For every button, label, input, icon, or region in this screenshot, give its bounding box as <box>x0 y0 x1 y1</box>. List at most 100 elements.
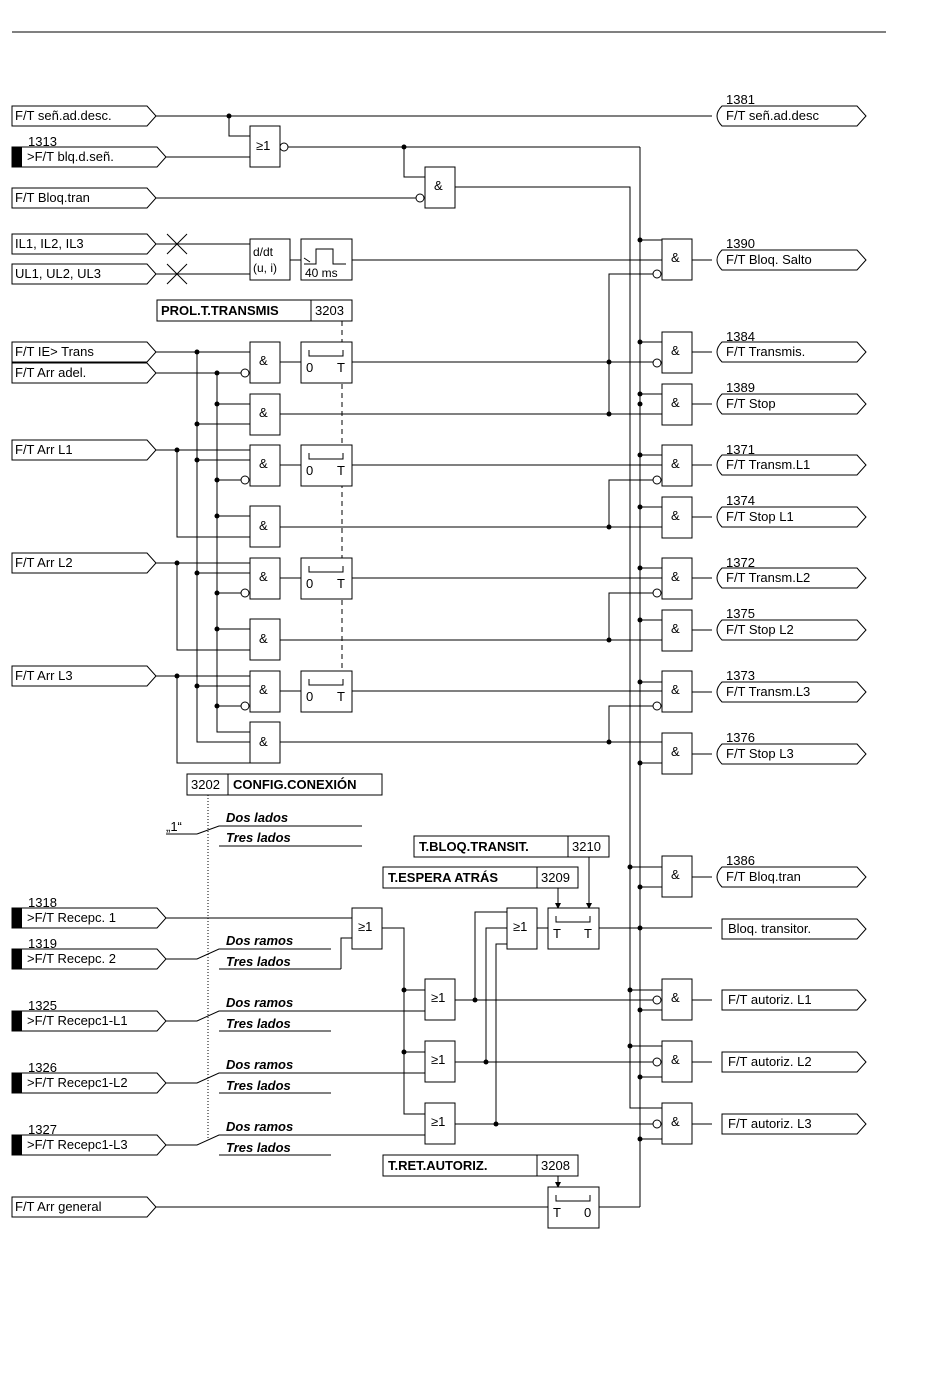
svg-text:Tres lados: Tres lados <box>226 830 291 845</box>
svg-text:IL1, IL2, IL3: IL1, IL2, IL3 <box>15 236 84 251</box>
svg-text:0: 0 <box>306 463 313 478</box>
svg-text:≥1: ≥1 <box>513 919 527 934</box>
output-1390: 1390 F/T Bloq. Salto <box>716 236 867 271</box>
output-1384: 1384 F/T Transmis. <box>716 329 867 363</box>
svg-text:Tres lados: Tres lados <box>226 1078 291 1093</box>
svg-text:&: & <box>259 682 268 697</box>
svg-text:T.RET.AUTORIZ.: T.RET.AUTORIZ. <box>388 1158 487 1173</box>
svg-text:≥1: ≥1 <box>431 990 445 1005</box>
svg-text:>F/T blq.d.señ.: >F/T blq.d.señ. <box>27 149 114 164</box>
svg-text:1327: 1327 <box>28 1122 57 1137</box>
svg-text:F/T autoriz. L2: F/T autoriz. L2 <box>728 1054 812 1069</box>
svg-text:1375: 1375 <box>726 606 755 621</box>
svg-text:1376: 1376 <box>726 730 755 745</box>
svg-text:T: T <box>337 689 345 704</box>
svg-text:PROL.T.TRANSMIS: PROL.T.TRANSMIS <box>161 303 279 318</box>
svg-text:1319: 1319 <box>28 936 57 951</box>
svg-text:T: T <box>584 926 592 941</box>
svg-text:&: & <box>671 621 680 636</box>
output-autoriz-l2: F/T autoriz. L2 <box>721 1051 867 1073</box>
svg-text:&: & <box>671 456 680 471</box>
svg-text:1389: 1389 <box>726 380 755 395</box>
output-1376: 1376 F/T Stop L3 <box>716 730 867 765</box>
svg-text:F/T Bloq.tran: F/T Bloq.tran <box>15 190 90 205</box>
svg-text:&: & <box>671 569 680 584</box>
svg-text:1386: 1386 <box>726 853 755 868</box>
svg-text:≥1: ≥1 <box>431 1052 445 1067</box>
svg-text:&: & <box>671 1114 680 1129</box>
output-1374: 1374 F/T Stop L1 <box>716 493 867 528</box>
svg-text:Tres lados: Tres lados <box>226 1016 291 1031</box>
input-recepc1-l2: 1326 >F/T Recepc1-L2 <box>11 1060 167 1094</box>
timer-t-0: T 0 <box>547 1186 600 1229</box>
svg-text:&: & <box>671 682 680 697</box>
input-arr-adel: F/T Arr adel. <box>11 362 157 384</box>
svg-text:Bloq. transitor.: Bloq. transitor. <box>728 921 811 936</box>
svg-text:&: & <box>671 990 680 1005</box>
svg-text:F/T señ.ad.desc: F/T señ.ad.desc <box>726 108 819 123</box>
config-options: „1“ Dos lados Tres lados <box>166 810 362 847</box>
svg-text:&: & <box>671 744 680 759</box>
output-bloq-transitor: Bloq. transitor. <box>721 918 867 940</box>
input-il: IL1, IL2, IL3 <box>11 233 157 255</box>
output-autoriz-l3: F/T autoriz. L3 <box>721 1113 867 1135</box>
param-prol-transmis: PROL.T.TRANSMIS 3203 <box>156 299 353 690</box>
svg-text:F/T Transm.L1: F/T Transm.L1 <box>726 457 810 472</box>
svg-text:&: & <box>434 178 443 193</box>
and-gate-bloq: & <box>415 166 456 209</box>
svg-text:&: & <box>259 734 268 749</box>
svg-text:Dos lados: Dos lados <box>226 810 288 825</box>
wires-reception <box>156 856 712 1208</box>
svg-text:F/T Transm.L2: F/T Transm.L2 <box>726 570 810 585</box>
svg-text:Dos ramos: Dos ramos <box>226 1057 293 1072</box>
output-1389: 1389 F/T Stop <box>716 380 867 415</box>
svg-text:&: & <box>671 508 680 523</box>
svg-text:1374: 1374 <box>726 493 755 508</box>
or-gates-reception: ≥1 ≥1 ≥1 ≥1 ≥1 <box>351 907 538 1145</box>
pulse-40ms: 40 ms <box>300 238 353 281</box>
svg-text:Tres lados: Tres lados <box>226 954 291 969</box>
input-recepc1-l1: 1325 >F/T Recepc1-L1 <box>11 998 167 1032</box>
input-arr-l1: F/T Arr L1 <box>11 439 157 461</box>
input-sen-ad-desc: F/T señ.ad.desc. <box>11 105 157 127</box>
svg-text:T: T <box>553 926 561 941</box>
svg-text:&: & <box>259 631 268 646</box>
svg-text:F/T autoriz. L1: F/T autoriz. L1 <box>728 992 812 1007</box>
svg-text:&: & <box>671 867 680 882</box>
svg-text:≥1: ≥1 <box>256 138 270 153</box>
svg-text:&: & <box>671 250 680 265</box>
svg-text:&: & <box>259 518 268 533</box>
svg-text:Dos ramos: Dos ramos <box>226 933 293 948</box>
svg-text:&: & <box>671 1052 680 1067</box>
svg-text:F/T Transmis.: F/T Transmis. <box>726 344 805 359</box>
svg-text:>F/T Recepc1-L2: >F/T Recepc1-L2 <box>27 1075 128 1090</box>
timers-prol-transmis: 0 T 0 T 0 T 0 T <box>300 341 353 713</box>
output-1386: 1386 F/T Bloq.tran <box>716 853 867 888</box>
svg-text:F/T autoriz. L3: F/T autoriz. L3 <box>728 1116 812 1131</box>
svg-text:≥1: ≥1 <box>431 1114 445 1129</box>
svg-text:1384: 1384 <box>726 329 755 344</box>
svg-text:>F/T Recepc1-L1: >F/T Recepc1-L1 <box>27 1013 128 1028</box>
input-recepc1: 1318 >F/T Recepc. 1 <box>11 895 167 929</box>
svg-text:UL1, UL2, UL3: UL1, UL2, UL3 <box>15 266 101 281</box>
svg-text:(u, i): (u, i) <box>253 261 277 275</box>
svg-text:3203: 3203 <box>315 303 344 318</box>
param-espera-atras: T.ESPERA ATRÁS 3209 <box>382 866 579 889</box>
output-1373: 1373 F/T Transm.L3 <box>716 668 867 703</box>
svg-text:F/T Bloq. Salto: F/T Bloq. Salto <box>726 252 812 267</box>
svg-text:>F/T Recepc. 2: >F/T Recepc. 2 <box>27 951 116 966</box>
svg-text:0: 0 <box>306 576 313 591</box>
output-1372: 1372 F/T Transm.L2 <box>716 555 867 589</box>
svg-text:&: & <box>671 395 680 410</box>
svg-text:≥1: ≥1 <box>358 919 372 934</box>
svg-text:F/T señ.ad.desc.: F/T señ.ad.desc. <box>15 108 112 123</box>
svg-text:1381: 1381 <box>726 92 755 107</box>
svg-text:1373: 1373 <box>726 668 755 683</box>
svg-text:&: & <box>259 456 268 471</box>
svg-text:F/T Stop: F/T Stop <box>726 396 776 411</box>
svg-text:3208: 3208 <box>541 1158 570 1173</box>
svg-text:T: T <box>337 360 345 375</box>
svg-text:CONFIG.CONEXIÓN: CONFIG.CONEXIÓN <box>233 777 357 792</box>
svg-text:T: T <box>337 576 345 591</box>
